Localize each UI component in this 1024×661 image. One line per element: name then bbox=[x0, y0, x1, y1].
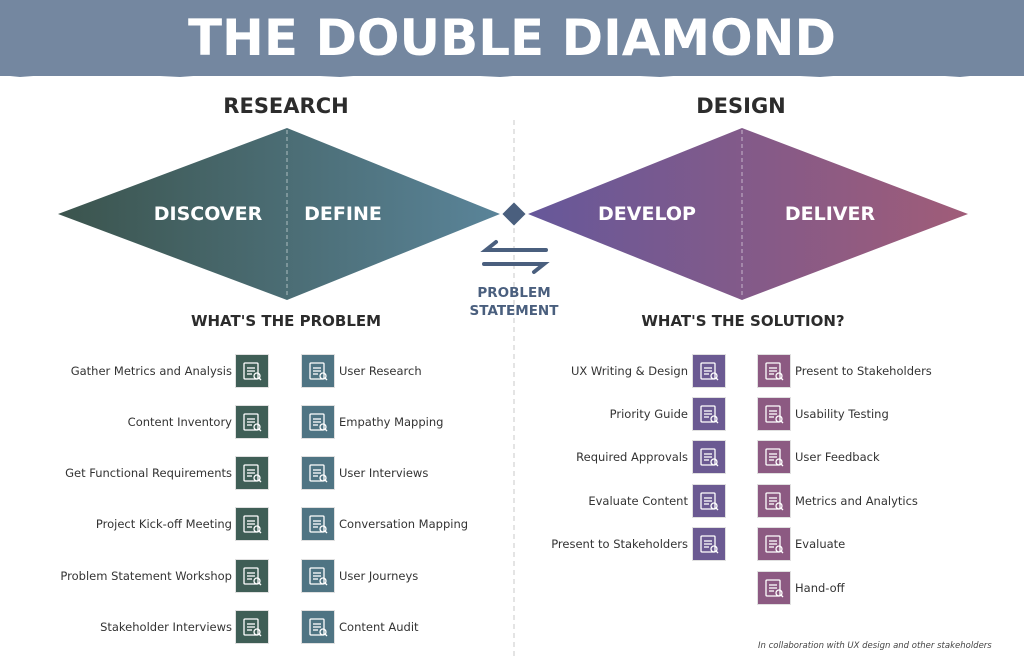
header-banner bbox=[0, 0, 1024, 76]
problem-statement-line1: PROBLEM bbox=[477, 285, 551, 301]
checklist-icon bbox=[236, 457, 268, 489]
activity-label: Get Functional Requirements bbox=[65, 466, 232, 480]
document-search-icon bbox=[302, 611, 334, 643]
user-research-icon bbox=[302, 355, 334, 387]
document-edit-icon bbox=[236, 406, 268, 438]
activity-label: Present to Stakeholders bbox=[795, 364, 932, 378]
activity-label: Evaluate bbox=[795, 537, 846, 551]
bar-chart-icon bbox=[758, 485, 790, 517]
exchange-arrows-icon bbox=[480, 240, 550, 274]
conversation-icon bbox=[302, 508, 334, 540]
problem-statement-line2: STATEMENT bbox=[469, 303, 559, 319]
interview-icon bbox=[302, 457, 334, 489]
question-solution: WHAT'S THE SOLUTION? bbox=[641, 312, 845, 330]
phase-discover: DISCOVER bbox=[153, 203, 263, 225]
question-problem: WHAT'S THE PROBLEM bbox=[190, 312, 382, 330]
document-check-icon bbox=[693, 441, 725, 473]
activity-label: Content Inventory bbox=[127, 415, 232, 429]
phase-define: DEFINE bbox=[304, 203, 382, 225]
interview-icon bbox=[236, 611, 268, 643]
usability-thumb-icon bbox=[758, 398, 790, 430]
empathy-head-icon bbox=[302, 406, 334, 438]
activity-label: Present to Stakeholders bbox=[551, 537, 688, 551]
activity-label: Metrics and Analytics bbox=[795, 494, 918, 508]
document-info-icon bbox=[693, 398, 725, 430]
map-pin-icon bbox=[302, 560, 334, 592]
activity-label: Project Kick-off Meeting bbox=[95, 517, 232, 531]
activity-label: User Research bbox=[339, 364, 422, 378]
browser-thumb-icon bbox=[693, 485, 725, 517]
gavel-document-icon bbox=[758, 572, 790, 604]
phase-deliver: DELIVER bbox=[784, 203, 876, 225]
section-research: RESEARCH bbox=[223, 94, 349, 118]
activity-label: User Interviews bbox=[339, 466, 429, 480]
network-users-icon bbox=[758, 355, 790, 387]
activity-label: Usability Testing bbox=[795, 407, 889, 421]
analytics-search-icon bbox=[758, 528, 790, 560]
workshop-icon bbox=[236, 560, 268, 592]
activity-label: User Feedback bbox=[795, 450, 880, 464]
torn-edge bbox=[0, 70, 1024, 77]
feedback-icon bbox=[758, 441, 790, 473]
phase-develop: DEVELOP bbox=[598, 203, 696, 225]
activity-label: Stakeholder Interviews bbox=[100, 620, 232, 634]
analytics-icon bbox=[236, 355, 268, 387]
design-diamond bbox=[528, 128, 968, 300]
activity-label: Empathy Mapping bbox=[339, 415, 444, 429]
activity-label: Required Approvals bbox=[576, 450, 688, 464]
activity-label: Content Audit bbox=[339, 620, 419, 634]
project-board-icon bbox=[236, 508, 268, 540]
problem-statement-label: PROBLEM STATEMENT bbox=[470, 284, 559, 320]
network-users-icon bbox=[693, 528, 725, 560]
research-diamond bbox=[58, 128, 500, 300]
activity-label: User Journeys bbox=[339, 569, 419, 583]
section-design: DESIGN bbox=[696, 94, 786, 118]
phone-pencil-icon bbox=[693, 355, 725, 387]
activity-label: Gather Metrics and Analysis bbox=[70, 364, 232, 378]
activity-label: Conversation Mapping bbox=[339, 517, 469, 531]
activity-label: Problem Statement Workshop bbox=[60, 569, 232, 583]
footer-note: In collaboration with UX design and othe… bbox=[758, 641, 992, 651]
activity-label: Priority Guide bbox=[609, 407, 688, 421]
activity-label: UX Writing & Design bbox=[570, 364, 688, 378]
problem-statement-diamond bbox=[499, 199, 529, 229]
activity-label: Hand-off bbox=[795, 581, 845, 595]
activity-label: Evaluate Content bbox=[588, 494, 688, 508]
page-title: THE DOUBLE DIAMOND bbox=[187, 9, 837, 67]
